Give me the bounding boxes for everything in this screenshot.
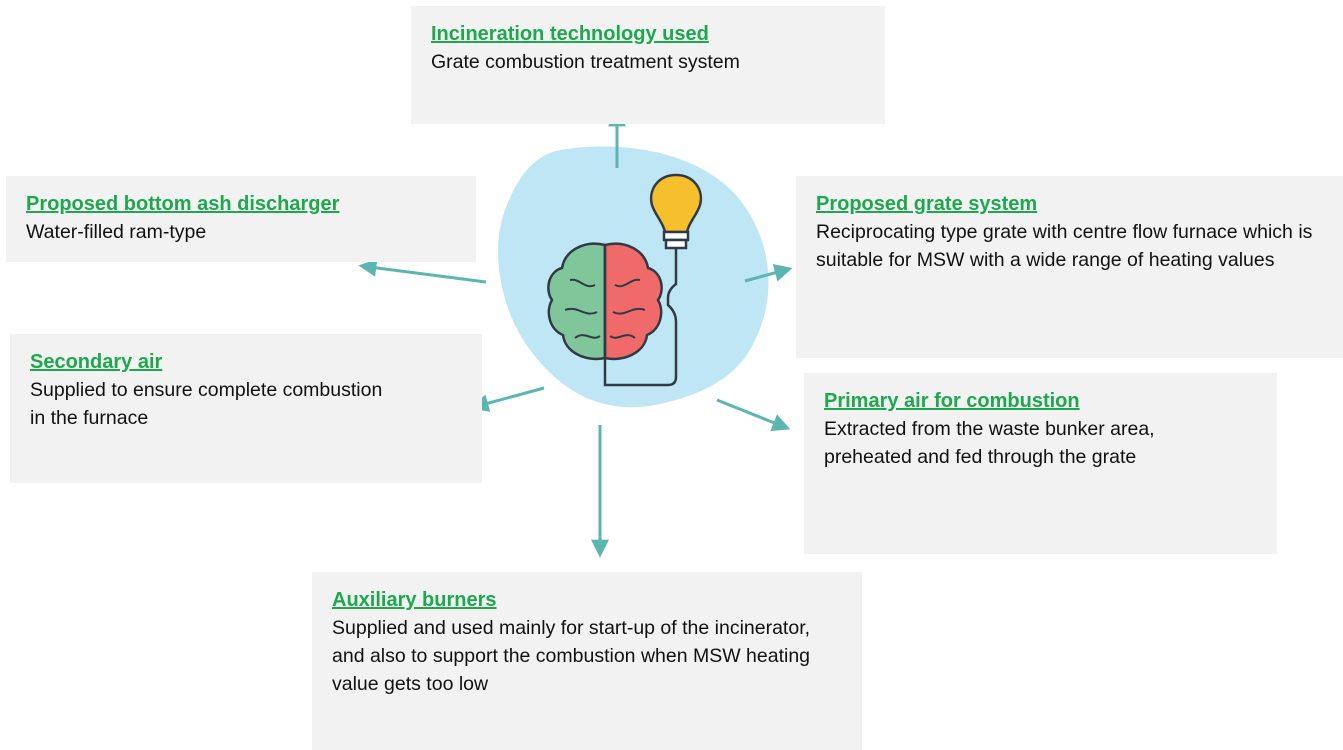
brain-icon bbox=[547, 242, 678, 387]
arrow-to-grate bbox=[744, 264, 793, 283]
lightbulb-icon bbox=[649, 173, 703, 250]
grate-desc: Reciprocating type grate with centre flo… bbox=[816, 221, 1313, 271]
incineration-title: Incineration technology used bbox=[431, 23, 709, 45]
bottom-ash-box: Proposed bottom ash discharger Water-fil… bbox=[6, 176, 476, 262]
arrow-to-bottom-ash bbox=[358, 258, 487, 284]
secondary-air-title: Secondary air bbox=[30, 351, 163, 373]
primary-air-box: Primary air for combustion Extracted fro… bbox=[804, 373, 1277, 554]
auxiliary-desc: Supplied and used mainly for start-up of… bbox=[332, 617, 811, 695]
arrow-to-primary-air bbox=[716, 398, 791, 432]
arrow-to-secondary-air bbox=[470, 386, 545, 412]
secondary-air-desc: Supplied to ensure complete combustion i… bbox=[30, 379, 383, 429]
primary-air-title: Primary air for combustion bbox=[824, 390, 1080, 412]
bottom-ash-desc: Water-filled ram-type bbox=[26, 221, 207, 243]
auxiliary-box: Auxiliary burners Supplied and used main… bbox=[312, 572, 862, 750]
grate-title: Proposed grate system bbox=[816, 193, 1038, 215]
primary-air-desc: Extracted from the waste bunker area, pr… bbox=[824, 418, 1155, 468]
auxiliary-title: Auxiliary burners bbox=[332, 589, 497, 611]
incineration-box: Incineration technology used Grate combu… bbox=[411, 6, 885, 124]
bottom-ash-title: Proposed bottom ash discharger bbox=[26, 193, 340, 215]
grate-box: Proposed grate system Reciprocating type… bbox=[796, 176, 1343, 358]
incineration-desc: Grate combustion treatment system bbox=[431, 51, 740, 73]
secondary-air-box: Secondary air Supplied to ensure complet… bbox=[10, 334, 482, 483]
